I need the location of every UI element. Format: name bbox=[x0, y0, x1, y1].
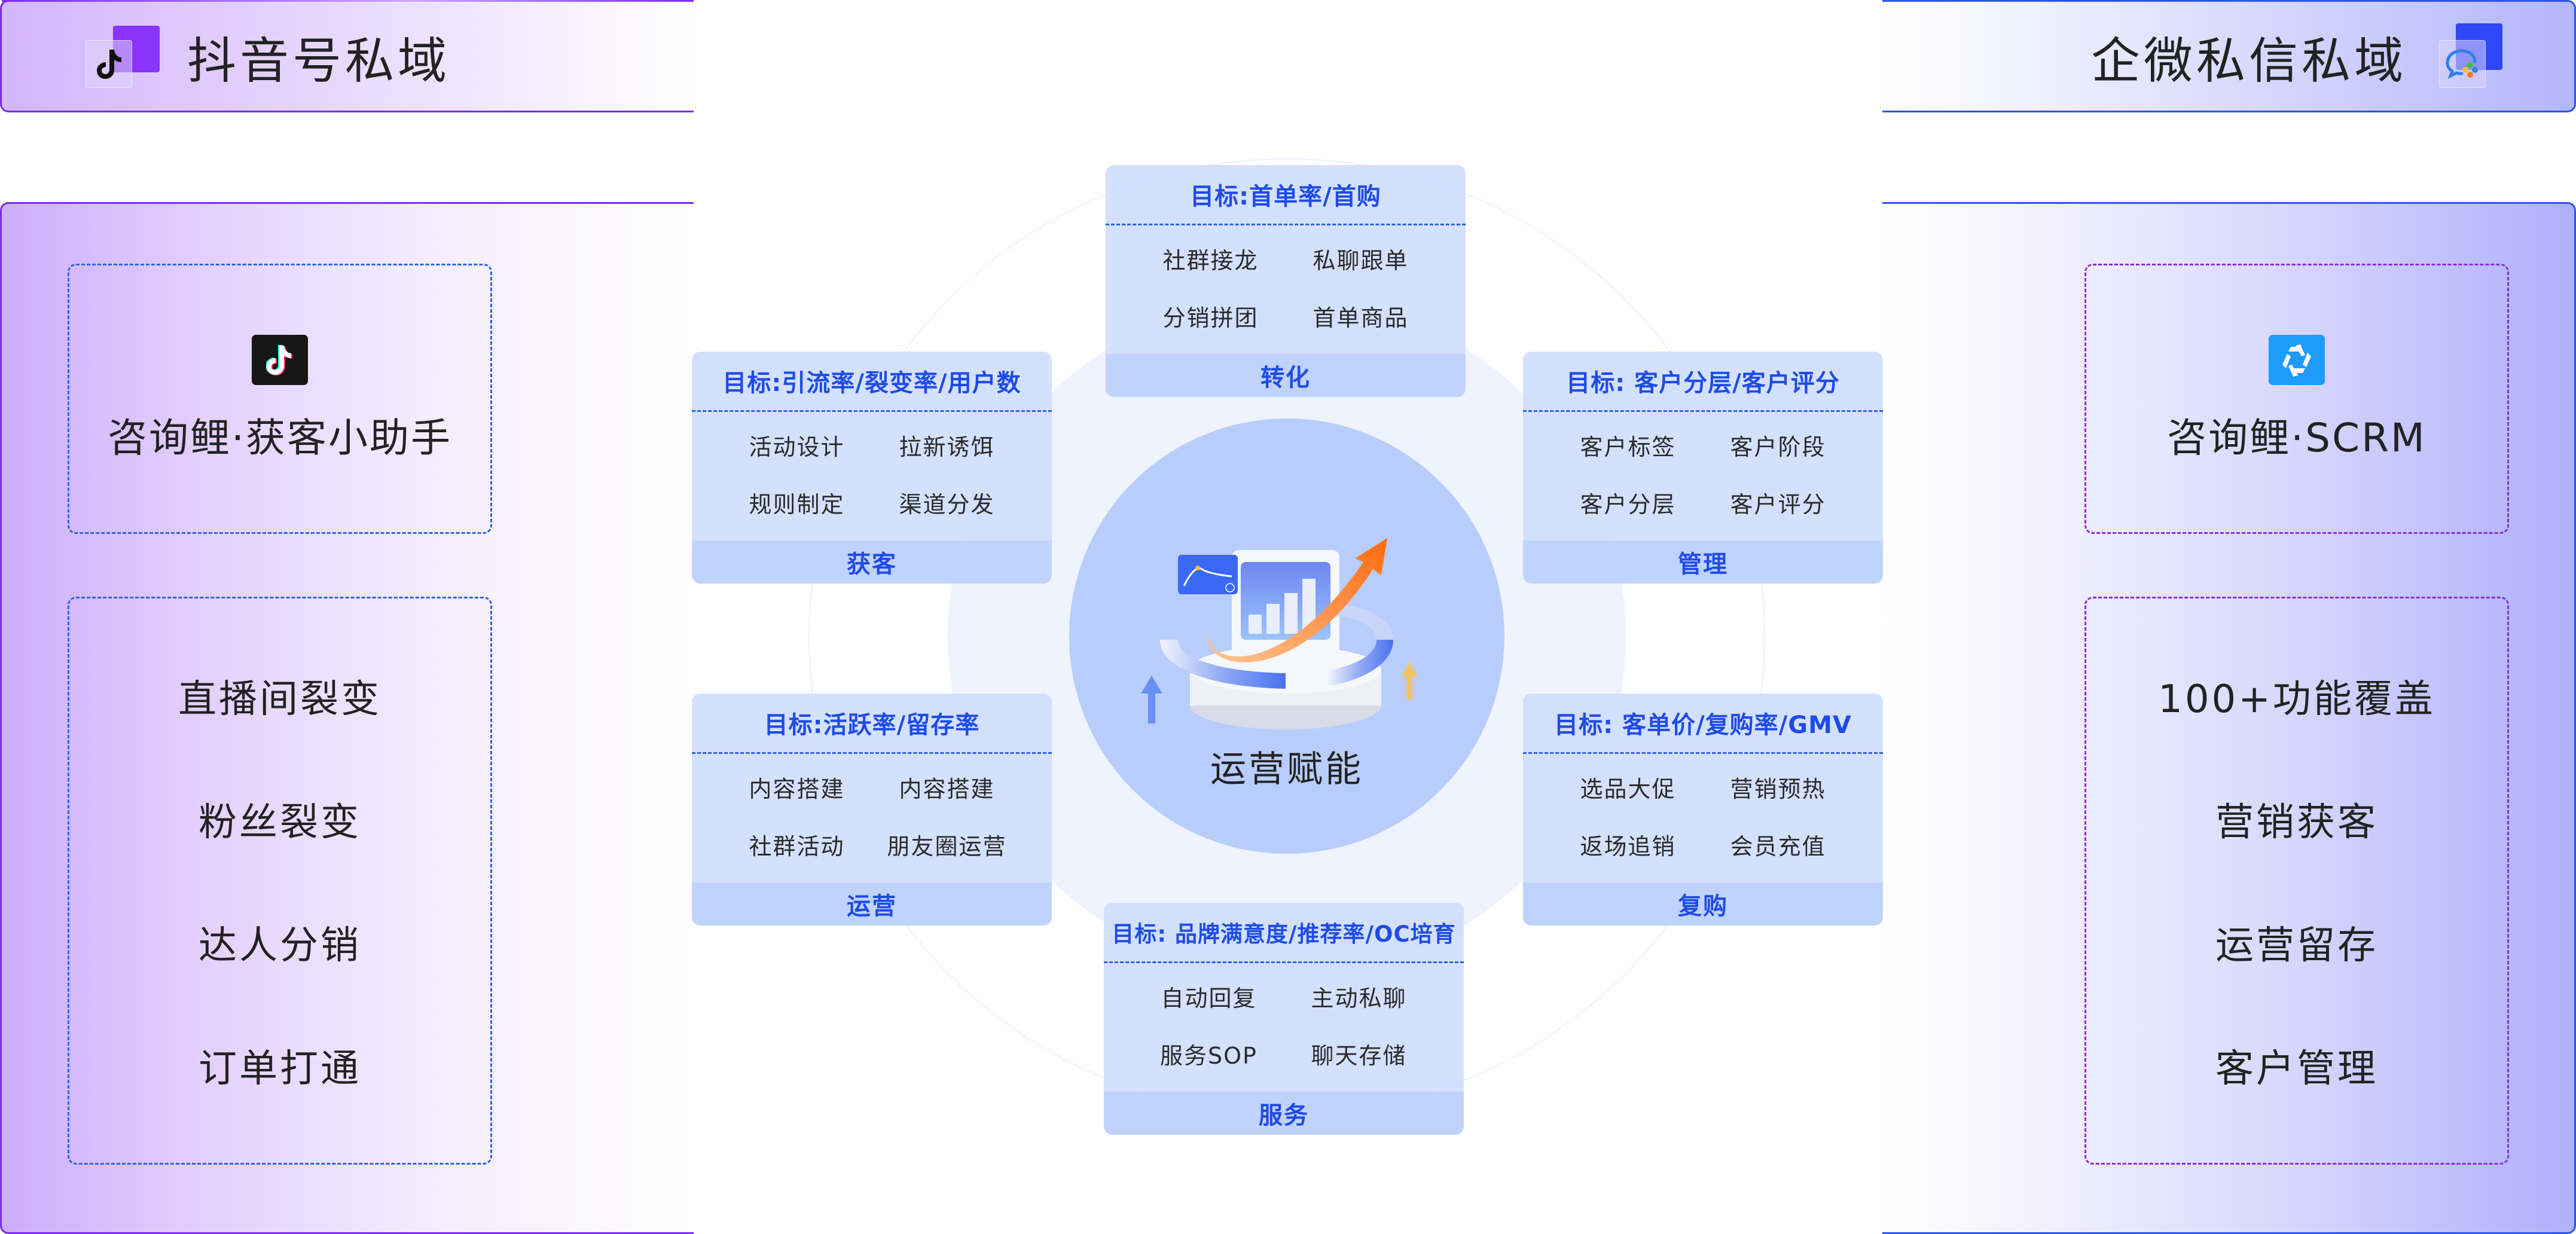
card-item: 主动私聊 bbox=[1311, 985, 1407, 1012]
header-douyin-private-domain: 抖音号私域 bbox=[0, 0, 694, 112]
card-divider bbox=[692, 410, 1052, 412]
card-item: 自动回复 bbox=[1161, 985, 1257, 1012]
card-item: 私聊跟单 bbox=[1313, 248, 1409, 274]
card-item: 活动设计 bbox=[749, 434, 845, 460]
card-item: 社群接龙 bbox=[1162, 248, 1259, 274]
card-item: 内容搭建 bbox=[749, 776, 845, 802]
growth-arrow bbox=[1207, 538, 1387, 663]
card-item: 拉新诱饵 bbox=[899, 434, 995, 460]
24h-icon bbox=[1225, 583, 1235, 592]
card-goal: 目标:活跃率/留存率 bbox=[764, 711, 980, 739]
scrm-logo-icon bbox=[2269, 334, 2325, 385]
feature-item: 运营留存 bbox=[2215, 924, 2378, 968]
card-item: 渠道分发 bbox=[899, 491, 995, 518]
feature-item: 客户管理 bbox=[2215, 1047, 2378, 1091]
product-box-left: 咨询鲤·获客小助手 bbox=[68, 264, 492, 534]
wecom-logo-stack bbox=[2431, 23, 2508, 89]
card-divider bbox=[1523, 410, 1883, 412]
card-divider bbox=[1106, 224, 1466, 225]
bar-1 bbox=[1249, 615, 1262, 634]
card-stage-label: 转化 bbox=[1106, 354, 1466, 397]
card-item: 服务SOP bbox=[1160, 1043, 1258, 1069]
bar-2 bbox=[1266, 604, 1280, 634]
card-stage-label: 复购 bbox=[1523, 882, 1883, 925]
card-stage-label: 管理 bbox=[1523, 540, 1883, 584]
product-title-right: 咨询鲤·SCRM bbox=[2167, 414, 2427, 461]
bar-4 bbox=[1302, 579, 1316, 634]
card-item: 客户评分 bbox=[1730, 491, 1826, 518]
card-divider bbox=[1104, 961, 1464, 963]
card-item: 首单商品 bbox=[1313, 305, 1409, 331]
card-item: 朋友圈运营 bbox=[887, 833, 1007, 860]
card-service: 目标: 品牌满意度/推荐率/OC培育 自动回复 主动私聊 服务SOP 聊天存储 … bbox=[1104, 903, 1464, 1135]
card-item: 聊天存储 bbox=[1311, 1043, 1407, 1069]
card-item: 客户分层 bbox=[1580, 491, 1676, 518]
card-item: 返场追销 bbox=[1580, 833, 1676, 860]
orbit-band-right bbox=[1327, 640, 1393, 686]
mini-chart-dot bbox=[1195, 566, 1200, 570]
card-item: 会员充值 bbox=[1730, 833, 1826, 860]
card-item: 内容搭建 bbox=[899, 776, 995, 802]
tiktok-icon bbox=[252, 334, 308, 385]
card-conversion: 目标:首单率/首购 社群接龙 私聊跟单 分销拼团 首单商品 转化 bbox=[1106, 165, 1466, 397]
feature-item: 粉丝裂变 bbox=[199, 801, 361, 845]
card-goal: 目标: 客单价/复购率/GMV bbox=[1554, 711, 1852, 739]
feature-list-right: 100+功能覆盖 营销获客 运营留存 客户管理 bbox=[2084, 597, 2509, 1165]
card-item: 客户标签 bbox=[1580, 434, 1676, 460]
header-left-title: 抖音号私域 bbox=[187, 32, 451, 90]
card-stage-label: 服务 bbox=[1104, 1092, 1464, 1135]
growth-chart-illustration bbox=[1141, 538, 1418, 729]
wecom-icon bbox=[2439, 40, 2486, 88]
feature-item: 直播间裂变 bbox=[178, 677, 381, 722]
product-box-right: 咨询鲤·SCRM bbox=[2084, 264, 2509, 534]
up-arrow-right bbox=[1400, 662, 1418, 700]
card-item: 社群活动 bbox=[749, 833, 845, 860]
card-item: 分销拼团 bbox=[1162, 305, 1259, 331]
mini-chart-line bbox=[1183, 567, 1232, 587]
tiktok-icon bbox=[86, 40, 132, 88]
feature-item: 营销获客 bbox=[2215, 801, 2378, 845]
card-repurchase: 目标: 客单价/复购率/GMV 选品大促 营销预热 返场追销 会员充值 复购 bbox=[1523, 694, 1883, 925]
card-goal: 目标:引流率/裂变率/用户数 bbox=[722, 369, 1021, 397]
bar-3 bbox=[1284, 593, 1298, 634]
feature-list-left: 直播间裂变 粉丝裂变 达人分销 订单打通 bbox=[68, 597, 492, 1165]
card-goal: 目标: 品牌满意度/推荐率/OC培育 bbox=[1112, 921, 1456, 947]
card-item: 客户阶段 bbox=[1730, 434, 1826, 460]
product-title-left: 咨询鲤·获客小助手 bbox=[108, 414, 452, 461]
card-management: 目标: 客户分层/客户评分 客户标签 客户阶段 客户分层 客户评分 管理 bbox=[1523, 352, 1883, 584]
card-operation: 目标:活跃率/留存率 内容搭建 内容搭建 社群活动 朋友圈运营 运营 bbox=[692, 694, 1052, 925]
left-panel-douyin: 咨询鲤·获客小助手 直播间裂变 粉丝裂变 达人分销 订单打通 bbox=[0, 202, 694, 1234]
feature-item: 100+功能覆盖 bbox=[2158, 677, 2435, 722]
header-right-title: 企微私信私域 bbox=[2090, 32, 2407, 90]
card-item: 选品大促 bbox=[1580, 776, 1676, 802]
card-divider bbox=[1523, 752, 1883, 754]
feature-item: 达人分销 bbox=[199, 924, 361, 968]
orbit-band-back bbox=[1333, 603, 1393, 640]
card-goal: 目标: 客户分层/客户评分 bbox=[1566, 369, 1840, 397]
douyin-logo-stack bbox=[86, 23, 163, 89]
orbit-band-left bbox=[1160, 640, 1286, 689]
mini-chart-card bbox=[1178, 555, 1238, 594]
right-panel-wecom: 咨询鲤·SCRM 100+功能覆盖 营销获客 运营留存 客户管理 bbox=[1882, 202, 2576, 1234]
card-goal: 目标:首单率/首购 bbox=[1190, 183, 1381, 210]
card-divider bbox=[692, 752, 1052, 754]
card-acquisition: 目标:引流率/裂变率/用户数 活动设计 拉新诱饵 规则制定 渠道分发 获客 bbox=[692, 352, 1052, 584]
card-item: 营销预热 bbox=[1730, 776, 1826, 802]
card-stage-label: 获客 bbox=[692, 540, 1052, 584]
up-arrow-left bbox=[1141, 676, 1162, 723]
header-wecom-private-domain: 企微私信私域 bbox=[1882, 0, 2576, 112]
card-item: 规则制定 bbox=[749, 491, 845, 518]
card-stage-label: 运营 bbox=[692, 882, 1052, 925]
center-label: 运营赋能 bbox=[1210, 749, 1363, 790]
feature-item: 订单打通 bbox=[199, 1047, 361, 1091]
